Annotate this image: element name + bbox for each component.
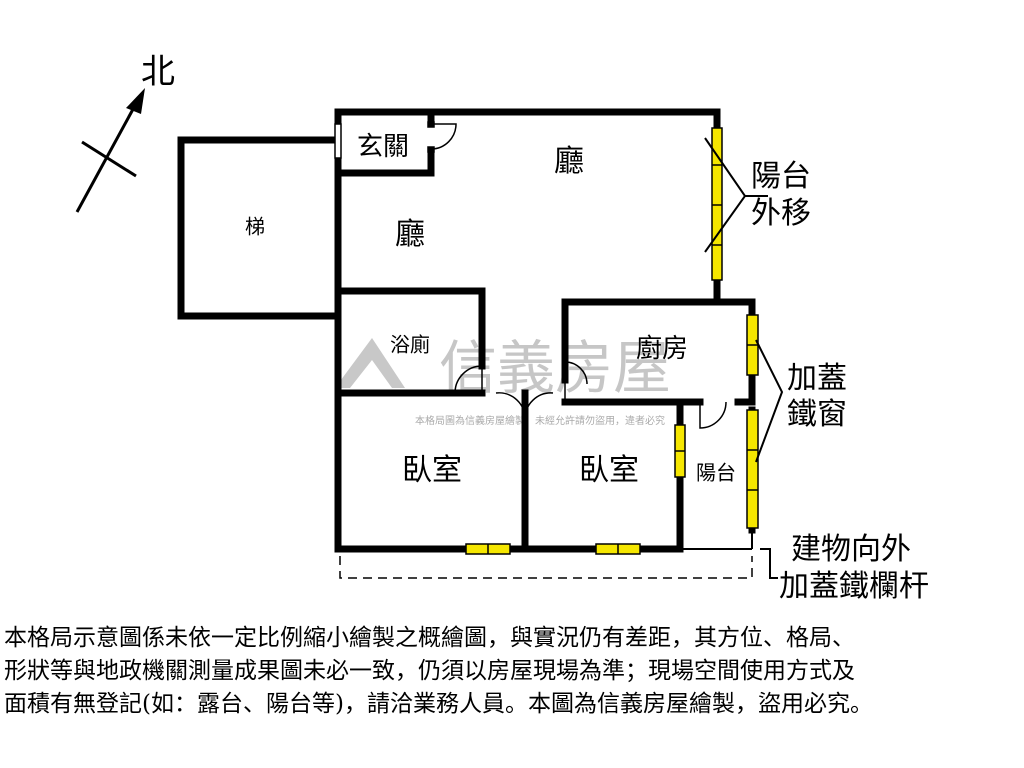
room-label-balcony: 陽台 <box>696 461 736 485</box>
annotation-leaders <box>704 137 784 579</box>
north-label: 北 <box>141 52 175 92</box>
note-railing-1: 建物向外 <box>791 532 911 567</box>
note-railing-2: 加蓋鐵欄杆 <box>779 569 929 604</box>
room-label-stairs: 梯 <box>245 215 265 239</box>
room-label-entry: 玄關 <box>357 132 409 162</box>
kitchen-door <box>564 361 588 402</box>
floor-plan: 信義房屋 本格局圖為信義房屋繪製，未經允許請勿盜用，違者必究 北 <box>75 52 929 604</box>
bath-door <box>454 365 483 394</box>
watermark: 信義房屋 本格局圖為信義房屋繪製，未經允許請勿盜用，違者必究 <box>335 334 671 427</box>
note-balcony-moved-2: 外移 <box>751 196 811 231</box>
disclaimer-text: 本格局示意圖係未依一定比例縮小繪製之概繪圖，與實況仍有差距，其方位、格局、 形狀… <box>4 622 1020 721</box>
note-balcony-moved-1: 陽台 <box>751 159 811 194</box>
windows <box>465 127 759 555</box>
room-label-living-left: 廳 <box>395 217 425 252</box>
disclaimer-line-3: 面積有無登記(如：露台、陽台等)，請洽業務人員。本圖為信義房屋繪製，盜用必究。 <box>4 691 873 717</box>
entry-door <box>430 123 457 150</box>
doors <box>334 121 727 429</box>
watermark-small-text: 本格局圖為信義房屋繪製，未經允許請勿盜用，違者必究 <box>415 414 665 427</box>
walls <box>177 108 756 553</box>
north-arrow-icon <box>126 88 145 114</box>
room-label-bath: 浴廁 <box>390 333 430 357</box>
compass: 北 <box>75 52 175 213</box>
balcony-door <box>699 401 727 429</box>
disclaimer-line-2: 形狀等與地政機關測量成果圖未必一致，仍須以房屋現場為準；現場空間使用方式及 <box>4 658 855 684</box>
window-living <box>711 127 723 281</box>
room-label-kitchen: 廚房 <box>636 334 688 364</box>
room-label-bedroom-1: 臥室 <box>402 453 462 488</box>
bedroom-door-2 <box>524 392 554 421</box>
note-iron-window-1: 加蓋 <box>787 361 847 396</box>
railing-outline <box>339 556 753 579</box>
window-balcony-right <box>746 409 759 529</box>
disclaimer-line-1: 本格局示意圖係未依一定比例縮小繪製之概繪圖，與實況仍有差距，其方位、格局、 <box>4 625 855 651</box>
room-label-living-top: 廳 <box>554 144 584 179</box>
note-iron-window-2: 鐵窗 <box>787 397 847 432</box>
watermark-logo-icon <box>335 338 405 388</box>
room-label-bedroom-2: 臥室 <box>579 453 639 488</box>
